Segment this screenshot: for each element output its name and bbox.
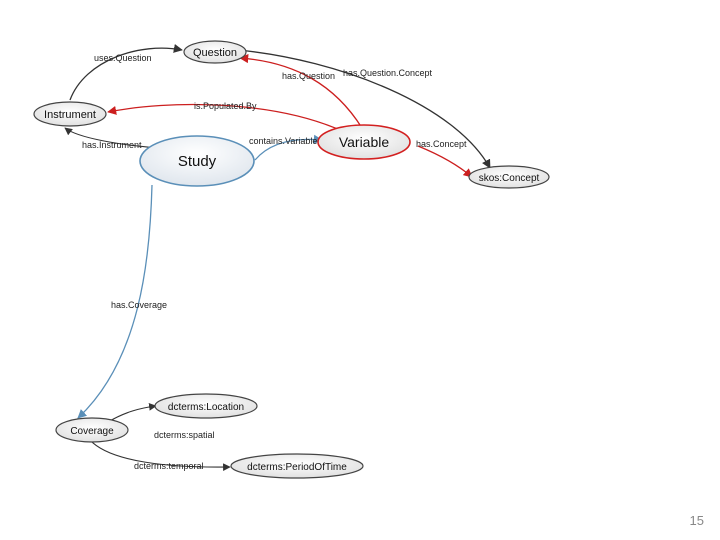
node-question: Question bbox=[183, 40, 247, 64]
node-skos-concept: skos:Concept bbox=[468, 165, 550, 189]
label-temporal: dcterms:temporal bbox=[134, 461, 204, 471]
svg-text:Coverage: Coverage bbox=[70, 426, 114, 437]
edge-contains-variable bbox=[254, 134, 323, 161]
svg-text:dcterms:PeriodOfTime: dcterms:PeriodOfTime bbox=[247, 462, 347, 473]
node-instrument: Instrument bbox=[33, 101, 107, 127]
edge-has-coverage bbox=[77, 184, 153, 419]
svg-text:Instrument: Instrument bbox=[44, 109, 96, 121]
edge-has-instrument bbox=[64, 127, 159, 149]
node-dcterms-period-of-time: dcterms:PeriodOfTime bbox=[230, 453, 364, 479]
label-has-question-concept: has.Question.Concept bbox=[343, 68, 433, 78]
label-has-coverage: has.Coverage bbox=[111, 300, 167, 310]
edge-is-populated-by bbox=[107, 103, 341, 131]
page-number: 15 bbox=[689, 513, 704, 528]
svg-text:Study: Study bbox=[178, 153, 217, 170]
label-has-question: has.Question bbox=[282, 71, 335, 81]
label-uses-question: uses.Question bbox=[94, 53, 152, 63]
edge-temporal bbox=[89, 439, 231, 471]
node-study: Study bbox=[139, 135, 255, 187]
node-variable: Variable bbox=[317, 124, 411, 160]
label-spatial: dcterms:spatial bbox=[154, 430, 215, 440]
svg-text:skos:Concept: skos:Concept bbox=[479, 173, 540, 184]
label-contains-variable: contains.Variable bbox=[249, 136, 317, 146]
edge-has-concept bbox=[417, 145, 473, 178]
label-is-populated-by: is.Populated.By bbox=[194, 101, 257, 111]
edge-spatial bbox=[107, 403, 157, 423]
label-has-instrument: has.Instrument bbox=[82, 140, 142, 150]
svg-text:Variable: Variable bbox=[339, 134, 390, 150]
svg-text:Question: Question bbox=[193, 47, 237, 59]
svg-text:dcterms:Location: dcterms:Location bbox=[168, 402, 244, 413]
node-dcterms-location: dcterms:Location bbox=[154, 393, 258, 419]
node-coverage: Coverage bbox=[55, 417, 129, 443]
edge-uses-question bbox=[69, 44, 183, 101]
label-has-concept: has.Concept bbox=[416, 139, 467, 149]
edge-has-question-concept bbox=[237, 49, 491, 169]
edge-has-question bbox=[239, 54, 363, 129]
